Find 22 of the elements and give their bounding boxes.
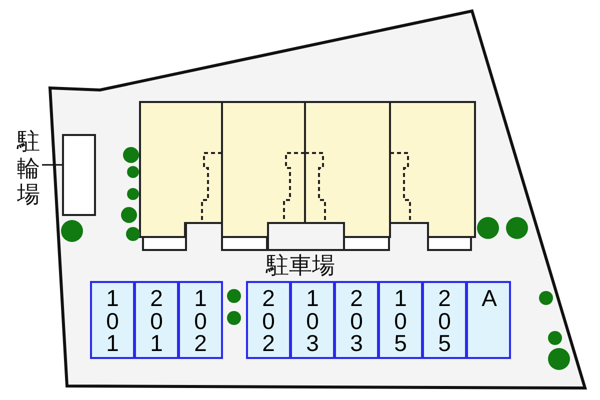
parking-space [378, 281, 423, 359]
parking-space [246, 281, 291, 359]
space-number: 203 [350, 287, 364, 355]
space-number: 103 [306, 287, 320, 355]
space-number: 205 [438, 287, 452, 355]
space-number: A [482, 287, 496, 310]
parking-space [466, 281, 511, 359]
leader-line [42, 164, 62, 166]
parking-space [334, 281, 379, 359]
space-number: 102 [194, 287, 208, 355]
space-number: 202 [262, 287, 276, 355]
parking-space [178, 281, 223, 359]
parking-space [290, 281, 335, 359]
parking-space [90, 281, 135, 359]
space-number: 101 [106, 287, 120, 355]
space-number: 201 [150, 287, 164, 355]
bicycle-parking-label: 駐輪場 [16, 128, 42, 210]
parking-lot-label: 駐車場 [266, 252, 335, 281]
space-number: 105 [394, 287, 408, 355]
parking-space [422, 281, 467, 359]
parking-space [134, 281, 179, 359]
bicycle-parking-area [62, 134, 96, 216]
